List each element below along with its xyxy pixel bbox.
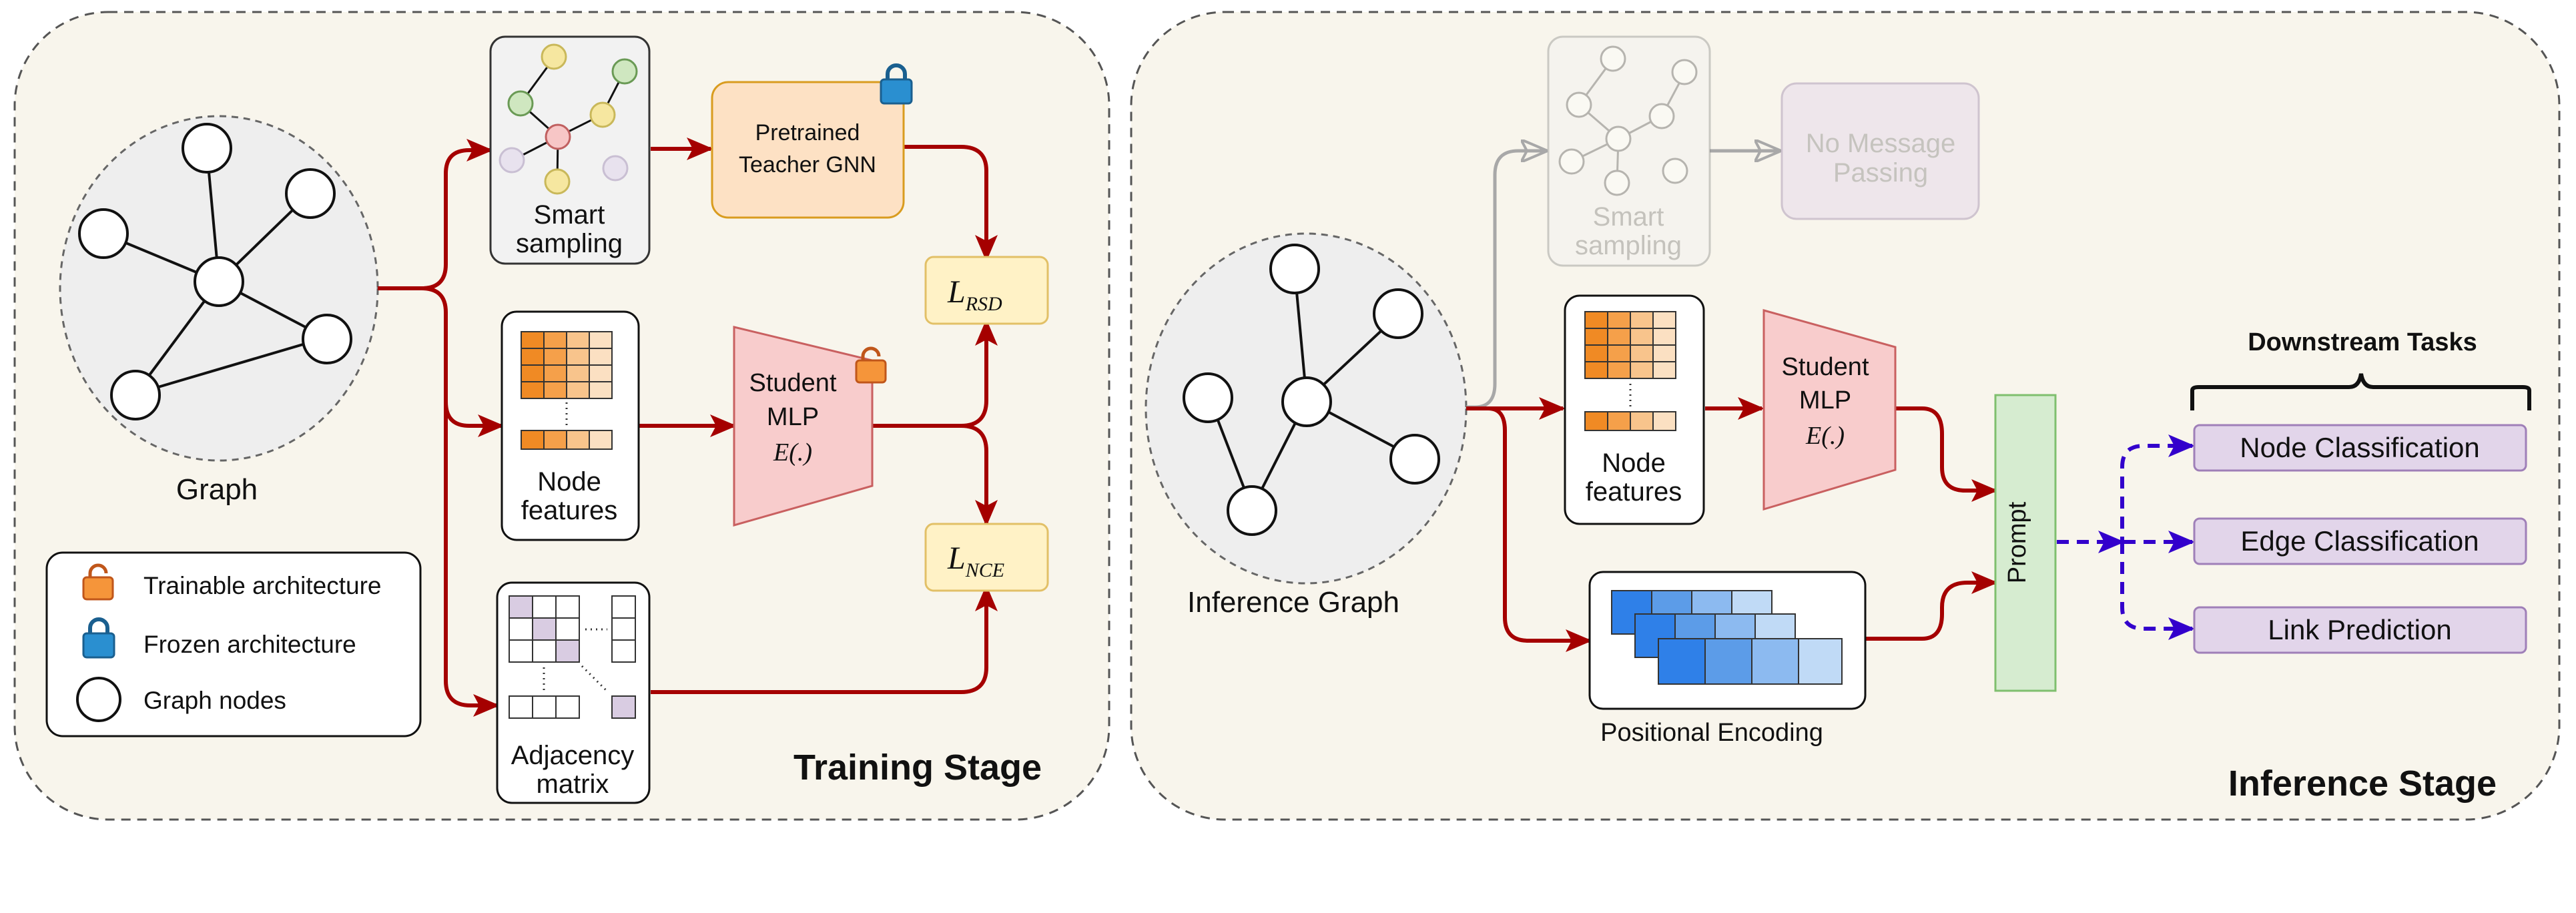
downstream-arrows [2057, 434, 2195, 640]
node-features-box: Node features [501, 310, 640, 541]
graph-node [302, 314, 352, 364]
graph-node [285, 168, 336, 219]
inference-student-label-line2: MLP [1799, 386, 1851, 414]
task-edge-classification: Edge Classification [2193, 517, 2527, 565]
loss-rsd-sub: RSD [965, 293, 1002, 315]
inference-node-features-label-line2: features [1586, 477, 1682, 507]
smart-sampling-label-line2: sampling [516, 229, 623, 258]
graph-node [78, 208, 129, 259]
graph-node [1269, 244, 1320, 294]
training-graph [59, 115, 379, 462]
legend-frozen-lock-icon [82, 617, 115, 659]
legend-box: Trainable architecture Frozen architectu… [45, 551, 422, 737]
node-features-label-line2: features [521, 496, 618, 525]
legend-frozen-label: Frozen architecture [143, 631, 356, 658]
adjacency-label-line2: matrix [537, 770, 609, 799]
task-node-classification: Node Classification [2193, 424, 2527, 472]
task-label: Link Prediction [2268, 614, 2451, 645]
loss-nce-box: LNCE [924, 523, 1049, 592]
downstream-title: Downstream Tasks [2248, 328, 2477, 356]
loss-rsd-base: L [947, 274, 966, 310]
positional-encoding-box: Positional Encoding [1588, 571, 1867, 747]
smart-sampling-box: Smart sampling [489, 35, 651, 265]
teacher-label-line1: Pretrained [755, 120, 860, 145]
no-mp-label-line2: Passing [1833, 158, 1928, 188]
no-message-passing-box: No Message Passing [1781, 82, 1980, 220]
inference-gray-arrows [1466, 151, 1779, 409]
loss-rsd-box: LRSD [924, 256, 1049, 325]
trainable-lock-icon [855, 346, 887, 384]
prompt-label: Prompt [2003, 501, 2031, 583]
task-link-prediction: Link Prediction [2193, 606, 2527, 654]
graph-node [1227, 485, 1277, 536]
adjacency-box: Adjacency matrix [496, 581, 651, 804]
downstream-brace [2190, 373, 2531, 410]
inference-student-mlp-box: Student MLP E(.) [1762, 309, 1897, 511]
inference-node-features-label-line1: Node [1602, 448, 1666, 478]
training-stage-title: Training Stage [793, 747, 1042, 788]
adjacency-label-line1: Adjacency [511, 741, 635, 770]
inference-smart-sampling-label-line1: Smart [1593, 202, 1664, 232]
graph-node [1389, 434, 1440, 485]
task-label: Node Classification [2240, 432, 2480, 463]
training-arrows [378, 137, 998, 717]
frozen-lock-icon [880, 63, 913, 105]
inference-student-label-line3: E(.) [1805, 422, 1845, 450]
legend-trainable-lock-icon [82, 563, 114, 601]
inference-graph [1145, 232, 1468, 585]
inference-red-arrows [1466, 397, 1998, 652]
inference-smart-sampling-box: Smart sampling [1547, 35, 1711, 267]
inference-node-features-box: Node features [1564, 294, 1705, 525]
positional-encoding-label: Positional Encoding [1600, 719, 1823, 747]
graph-node [110, 370, 161, 420]
loss-nce-sub: NCE [965, 559, 1004, 581]
inference-student-label-line1: Student [1782, 353, 1869, 381]
smart-sampling-label-line1: Smart [534, 200, 605, 230]
graph-label: Graph [176, 473, 258, 506]
no-mp-label-line1: No Message [1806, 129, 1956, 158]
node-features-label-line1: Node [537, 467, 601, 497]
graph-node [1281, 376, 1332, 427]
inference-graph-label: Inference Graph [1187, 586, 1399, 619]
student-label-line3: E(.) [773, 438, 812, 467]
legend-nodes-label: Graph nodes [143, 687, 286, 714]
task-label: Edge Classification [2240, 525, 2479, 557]
loss-nce-base: L [947, 541, 966, 576]
graph-node [1373, 288, 1423, 339]
teacher-gnn-box: Pretrained Teacher GNN [711, 63, 913, 219]
inference-panel: Inference Graph [1130, 11, 2561, 821]
inference-smart-sampling-label-line2: sampling [1575, 231, 1682, 260]
legend-trainable-label: Trainable architecture [143, 572, 381, 599]
prompt-box: Prompt [1994, 394, 2057, 692]
training-panel: Graph [13, 11, 1110, 821]
svg-text:LNCE: LNCE [947, 541, 1004, 581]
student-label-line1: Student [749, 369, 837, 397]
legend-node-icon [76, 677, 121, 722]
teacher-label-line2: Teacher GNN [739, 152, 876, 178]
svg-text:LRSD: LRSD [947, 274, 1002, 315]
student-label-line2: MLP [767, 403, 819, 431]
student-mlp-box: Student MLP E(.) [733, 326, 887, 527]
graph-node [194, 256, 244, 307]
graph-node [182, 123, 232, 174]
inference-stage-title: Inference Stage [2228, 764, 2497, 804]
graph-node [1183, 372, 1233, 423]
